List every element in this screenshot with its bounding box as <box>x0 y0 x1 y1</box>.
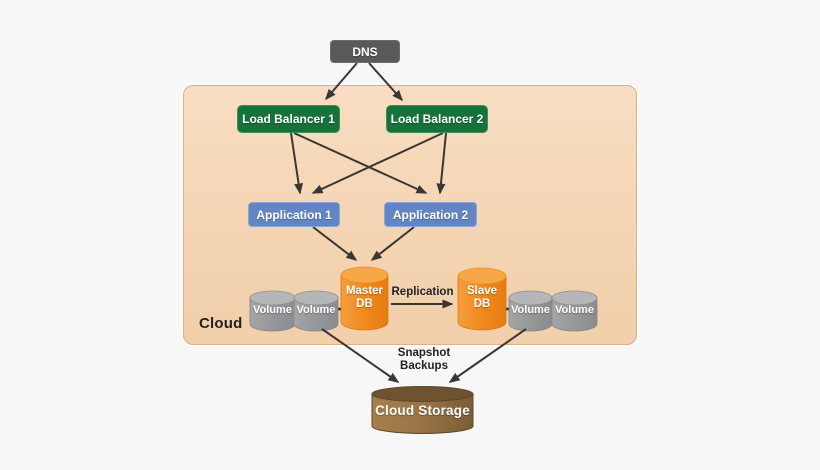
cloud-storage-cylinder <box>371 386 474 434</box>
node-load-balancer-2: Load Balancer 2 <box>386 105 488 133</box>
node-application-1: Application 1 <box>248 202 340 227</box>
arrow-dns-to-lb1 <box>325 62 358 101</box>
arrow-app1-to-masterdb <box>312 226 358 261</box>
replication-edge-label: Replication <box>391 286 454 298</box>
slave-db-cylinder <box>457 267 507 331</box>
arrow-volumes-to-cloud-storage-right <box>448 328 527 383</box>
volume-label: Volume <box>253 304 292 316</box>
node-application-2: Application 2 <box>384 202 477 227</box>
node-dns: DNS <box>330 40 400 63</box>
arrow-lb1-to-app1 <box>290 132 304 195</box>
volume-cylinder <box>508 290 553 332</box>
volume-label: Volume <box>511 304 550 316</box>
volume-label: Volume <box>296 304 336 316</box>
node-load-balancer-1: Load Balancer 1 <box>237 105 340 133</box>
arrow-volumes-to-cloud-storage-left <box>321 328 400 383</box>
volume-label: Volume <box>555 304 594 316</box>
arrow-replication-masterdb-to-slavedb-src-app2 <box>370 226 415 261</box>
arrow-lb2-to-app1 <box>311 132 444 194</box>
volume-cylinder <box>249 290 296 332</box>
volume-cylinder <box>293 290 339 332</box>
cloud-storage-label: Cloud Storage <box>375 402 470 418</box>
master-db-label: Master DB <box>345 285 384 310</box>
master-db-cylinder <box>340 266 389 331</box>
arrow-dns-to-lb2 <box>368 62 403 102</box>
arrow-lb1-to-app2 <box>293 132 428 194</box>
arrow-lb2-to-app2 <box>436 132 447 195</box>
cloud-group-label: Cloud <box>199 315 243 332</box>
volume-cylinder <box>551 290 598 332</box>
snapshot-backups-edge-label: Snapshot Backups <box>397 347 451 372</box>
slave-db-label: Slave DB <box>466 285 498 310</box>
